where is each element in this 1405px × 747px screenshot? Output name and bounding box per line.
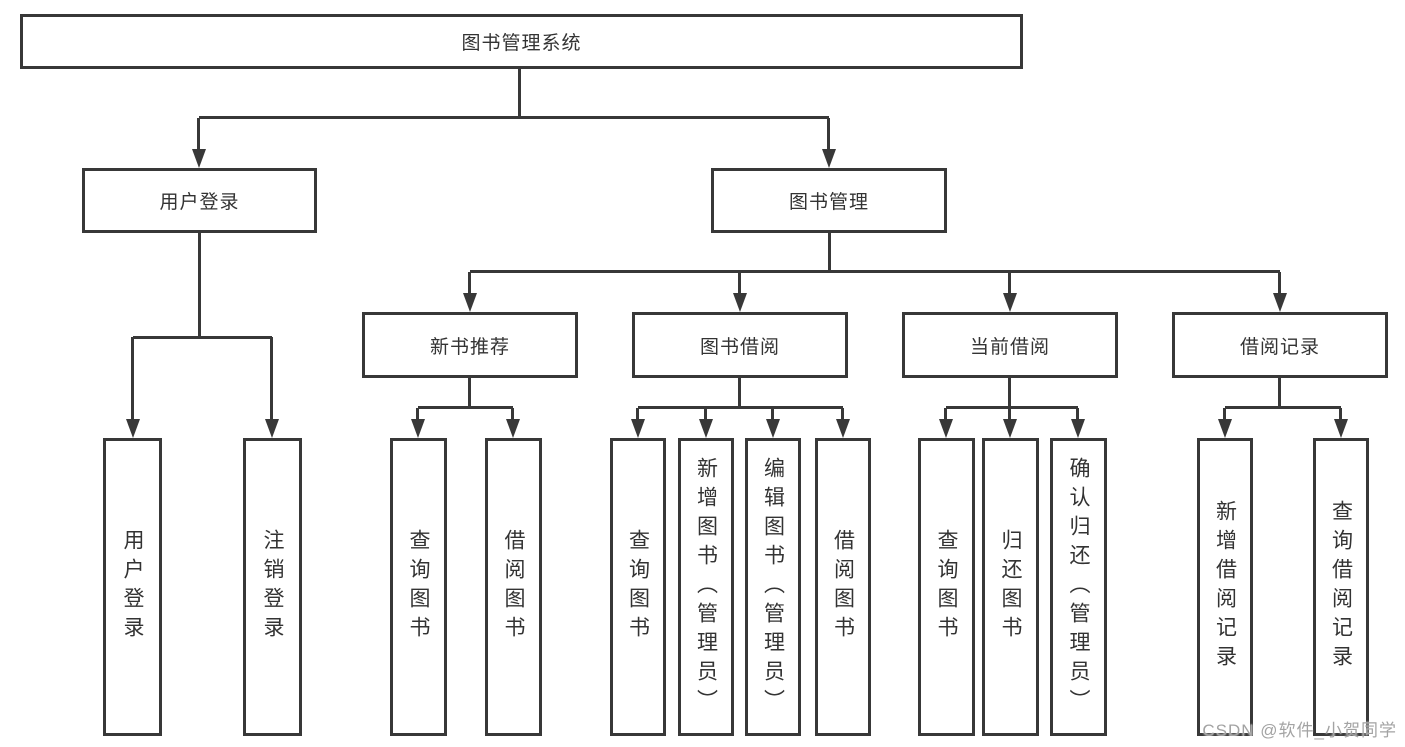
connector-line [828, 233, 831, 273]
connector-line [638, 406, 843, 409]
leaf-borrow-books-1: 借阅图书 [485, 438, 542, 736]
leaf-label: 确认归还（管理员） [1067, 456, 1090, 718]
connector-arrow [1071, 408, 1085, 438]
node-book-management: 图书管理 [711, 168, 947, 233]
connector-line [133, 336, 272, 339]
node-current-borrowing: 当前借阅 [902, 312, 1118, 378]
leaf-query-books-1: 查询图书 [390, 438, 447, 736]
leaf-borrow-books-2: 借阅图书 [815, 438, 871, 736]
connector-arrow [265, 337, 279, 438]
leaf-label: 查询借阅记录 [1329, 500, 1353, 674]
leaf-label: 借阅图书 [502, 529, 525, 645]
connector-line [418, 406, 513, 409]
leaf-label: 归还图书 [999, 529, 1022, 645]
node-user-login: 用户登录 [82, 168, 317, 233]
leaf-label: 新增借阅记录 [1213, 500, 1237, 674]
connector-line [738, 378, 741, 409]
connector-arrow [1003, 272, 1017, 312]
node-label: 借阅记录 [1239, 336, 1320, 358]
connector-line [946, 406, 1078, 409]
connector-arrow [733, 272, 747, 312]
connector-arrow [939, 408, 953, 438]
connector-arrow [463, 272, 477, 312]
leaf-label: 查询图书 [407, 529, 430, 645]
connector-line [518, 69, 521, 119]
connector-arrow [1273, 272, 1287, 312]
leaf-logout: 注销登录 [243, 438, 302, 736]
leaf-label: 查询图书 [935, 529, 958, 645]
leaf-label: 新增图书（管理员） [694, 456, 718, 718]
connector-line [1008, 378, 1011, 409]
connector-arrow [506, 408, 520, 438]
leaf-label: 编辑图书（管理员） [761, 456, 785, 718]
connector-arrow [126, 337, 140, 438]
connector-arrow [1003, 408, 1017, 438]
connector-line [1278, 378, 1281, 409]
leaf-add-borrow-record: 新增借阅记录 [1197, 438, 1253, 736]
connector-line [199, 116, 829, 119]
connector-arrow [1334, 408, 1348, 438]
node-book-borrowing: 图书借阅 [632, 312, 848, 378]
leaf-query-books-2: 查询图书 [610, 438, 666, 736]
leaf-label: 借阅图书 [831, 529, 855, 645]
node-borrowing-records: 借阅记录 [1172, 312, 1388, 378]
leaf-user-login: 用户登录 [103, 438, 162, 736]
connector-line [468, 378, 471, 409]
leaf-label: 注销登录 [261, 529, 284, 645]
connector-arrow [1218, 408, 1232, 438]
connector-line [470, 270, 1280, 273]
node-label: 用户登录 [159, 192, 240, 213]
connector-arrow [631, 408, 645, 438]
node-library-management-system: 图书管理系统 [20, 14, 1023, 69]
connector-arrow [836, 408, 850, 438]
leaf-edit-books-admin: 编辑图书（管理员） [745, 438, 801, 736]
leaf-confirm-return-admin: 确认归还（管理员） [1050, 438, 1107, 736]
leaf-label: 查询图书 [626, 529, 650, 645]
connector-arrow [411, 408, 425, 438]
leaf-return-books: 归还图书 [982, 438, 1039, 736]
node-label: 图书借阅 [699, 336, 780, 358]
connector-arrow [766, 408, 780, 438]
node-new-book-recommendation: 新书推荐 [362, 312, 578, 378]
connector-arrow [192, 118, 206, 168]
leaf-query-books-3: 查询图书 [918, 438, 975, 736]
connector-arrow [822, 118, 836, 168]
connector-arrow [699, 408, 713, 438]
node-label: 图书管理系统 [461, 33, 582, 54]
node-label: 当前借阅 [969, 336, 1050, 358]
connector-line [198, 233, 201, 339]
leaf-query-borrow-record: 查询借阅记录 [1313, 438, 1369, 736]
leaf-add-books-admin: 新增图书（管理员） [678, 438, 734, 736]
watermark: CSDN @软件_小贺同学 [1202, 721, 1397, 740]
node-label: 新书推荐 [429, 336, 510, 358]
leaf-label: 用户登录 [121, 529, 144, 645]
connector-line [1225, 406, 1341, 409]
node-label: 图书管理 [788, 192, 869, 213]
